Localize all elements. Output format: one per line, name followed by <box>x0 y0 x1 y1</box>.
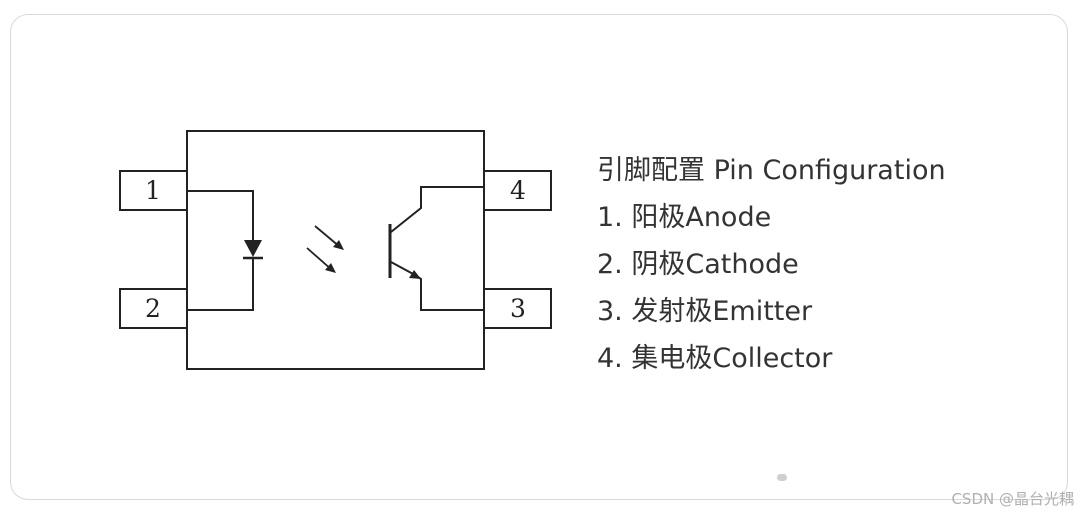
decorative-dot <box>777 474 787 481</box>
light-emission-arrows-icon <box>306 225 344 273</box>
led-diode-icon <box>244 240 262 257</box>
pin-4-number: 4 <box>510 176 526 205</box>
package-body <box>186 130 485 370</box>
legend-item-cathode: 2. 阴极Cathode <box>597 249 799 280</box>
led-circuit <box>187 190 263 311</box>
pin-2-tab <box>119 288 188 329</box>
pin-4-tab <box>483 170 552 211</box>
legend-item-collector: 4. 集电极Collector <box>597 343 833 374</box>
legend-title: 引脚配置 Pin Configuration <box>597 155 946 186</box>
pin-configuration-legend: 引脚配置 Pin Configuration 1. 阳极Anode 2. 阴极C… <box>597 148 946 382</box>
pin-2-number: 2 <box>145 294 161 323</box>
legend-item-anode: 1. 阳极Anode <box>597 202 772 233</box>
pin-1-number: 1 <box>145 176 161 205</box>
legend-item-emitter: 3. 发射极Emitter <box>597 296 813 327</box>
pin-3-number: 3 <box>510 294 526 323</box>
pin-3-tab <box>483 288 552 329</box>
watermark: CSDN @晶台光耦 <box>951 490 1074 508</box>
phototransistor-icon <box>388 186 484 311</box>
